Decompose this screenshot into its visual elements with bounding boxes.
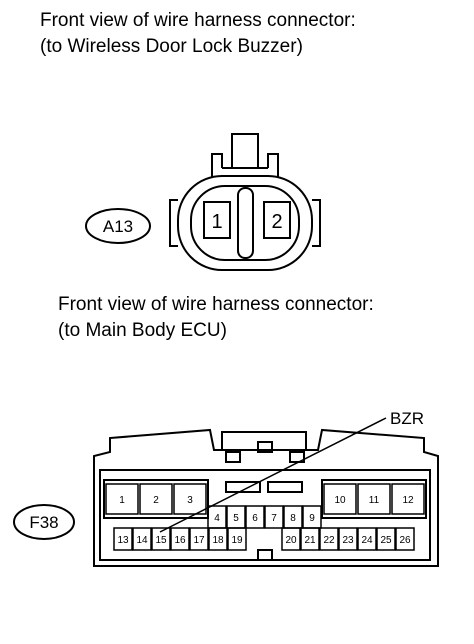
a13-caption-line2: (to Wireless Door Lock Buzzer)	[40, 36, 303, 57]
a13-caption: Front view of wire harness connector: (t…	[40, 8, 356, 60]
f38-pin-numbers: 1 2 3 4 5 6 7 8 9 10 11 12 13 14 15 16 1…	[117, 495, 414, 546]
f38-caption-line2: (to Main Body ECU)	[58, 320, 227, 341]
f38-pin-22: 22	[323, 535, 335, 546]
f38-caption-line1: Front view of wire harness connector:	[58, 294, 374, 315]
f38-pin-cell-23	[338, 527, 358, 551]
a13-connector	[169, 133, 321, 271]
a13-latch-top	[231, 133, 259, 168]
bzr-label: BZR	[390, 409, 424, 428]
a13-pin-cavity-2	[263, 201, 291, 239]
f38-pin-cell-13	[113, 527, 133, 551]
f38-latch-slot-left	[225, 451, 241, 463]
f38-pin-cell-14	[132, 527, 152, 551]
f38-pin-cell-25	[376, 527, 396, 551]
f38-latch-tab	[257, 441, 273, 453]
f38-connector	[93, 428, 439, 567]
f38-pin-cell-22	[319, 527, 339, 551]
a13-inner-body	[190, 185, 300, 261]
f38-pin-19: 19	[231, 535, 243, 546]
a13-caption-line1: Front view of wire harness connector:	[40, 10, 356, 31]
a13-latch-right	[267, 153, 279, 178]
f38-block-right	[321, 479, 427, 519]
f38-pin-16: 16	[174, 535, 186, 546]
a13-latch-left	[211, 153, 223, 178]
f38-pin-11: 11	[369, 495, 380, 506]
f38-pin-cell-12	[391, 483, 425, 515]
f38-pin-7: 7	[271, 513, 277, 524]
f38-pin-14: 14	[136, 535, 148, 546]
f38-pin-cell-17	[189, 527, 209, 551]
a13-label: A13	[103, 217, 133, 236]
f38-pin-cell-24	[357, 527, 377, 551]
a13-label-oval	[85, 208, 151, 244]
f38-pin-cell-3	[173, 483, 207, 515]
f38-pin-cell-7	[264, 505, 284, 529]
f38-pin-cells	[105, 483, 425, 551]
f38-pin-4: 4	[214, 513, 220, 524]
f38-pin-26: 26	[399, 535, 411, 546]
f38-pin-5: 5	[233, 513, 239, 524]
f38-pin-cell-21	[300, 527, 320, 551]
f38-pin-21: 21	[304, 535, 316, 546]
f38-label-oval	[13, 504, 75, 540]
f38-caption: Front view of wire harness connector: (t…	[58, 292, 374, 344]
a13-pin-1: 1	[211, 211, 222, 233]
f38-pin-cell-20	[281, 527, 301, 551]
f38-pin-23: 23	[342, 535, 354, 546]
f38-pin-3: 3	[187, 495, 193, 506]
f38-pin-13: 13	[117, 535, 129, 546]
f38-key-right	[267, 481, 303, 493]
f38-pin-cell-18	[208, 527, 228, 551]
f38-pin-12: 12	[402, 495, 414, 506]
f38-pin-cell-19	[227, 527, 247, 551]
f38-pin-10: 10	[334, 495, 346, 506]
f38-block-left	[103, 479, 209, 519]
f38-pin-17: 17	[193, 535, 205, 546]
f38-pin-cell-2	[139, 483, 173, 515]
a13-pin-cavity-1	[203, 201, 231, 239]
f38-latch	[221, 431, 307, 450]
f38-pin-cell-26	[395, 527, 415, 551]
f38-label: F38	[29, 513, 58, 532]
f38-pin-6: 6	[252, 513, 258, 524]
a13-side-lug-right	[312, 199, 321, 247]
f38-pin-cell-15	[151, 527, 171, 551]
a13-pin-2: 2	[271, 211, 282, 233]
f38-pin-cell-6	[245, 505, 265, 529]
f38-pin-1: 1	[119, 495, 125, 506]
a13-center-divider	[237, 187, 254, 259]
bzr-pointer-line	[159, 417, 387, 533]
f38-pin-8: 8	[290, 513, 296, 524]
f38-pin-25: 25	[380, 535, 392, 546]
a13-side-lug-left	[169, 199, 178, 247]
f38-pin-24: 24	[361, 535, 373, 546]
f38-pin-20: 20	[285, 535, 297, 546]
f38-key-left	[225, 481, 261, 493]
f38-pin-cell-11	[357, 483, 391, 515]
a13-outer-body	[177, 175, 313, 271]
f38-bottom-notch	[257, 549, 273, 561]
f38-pin-2: 2	[153, 495, 159, 506]
f38-pin-18: 18	[212, 535, 224, 546]
f38-pin-cell-16	[170, 527, 190, 551]
f38-outer-shell	[93, 428, 439, 567]
f38-pin-cell-10	[323, 483, 357, 515]
f38-pin-15: 15	[155, 535, 167, 546]
f38-pin-9: 9	[309, 513, 315, 524]
f38-pin-cell-1	[105, 483, 139, 515]
f38-latch-slot-right	[289, 451, 305, 463]
